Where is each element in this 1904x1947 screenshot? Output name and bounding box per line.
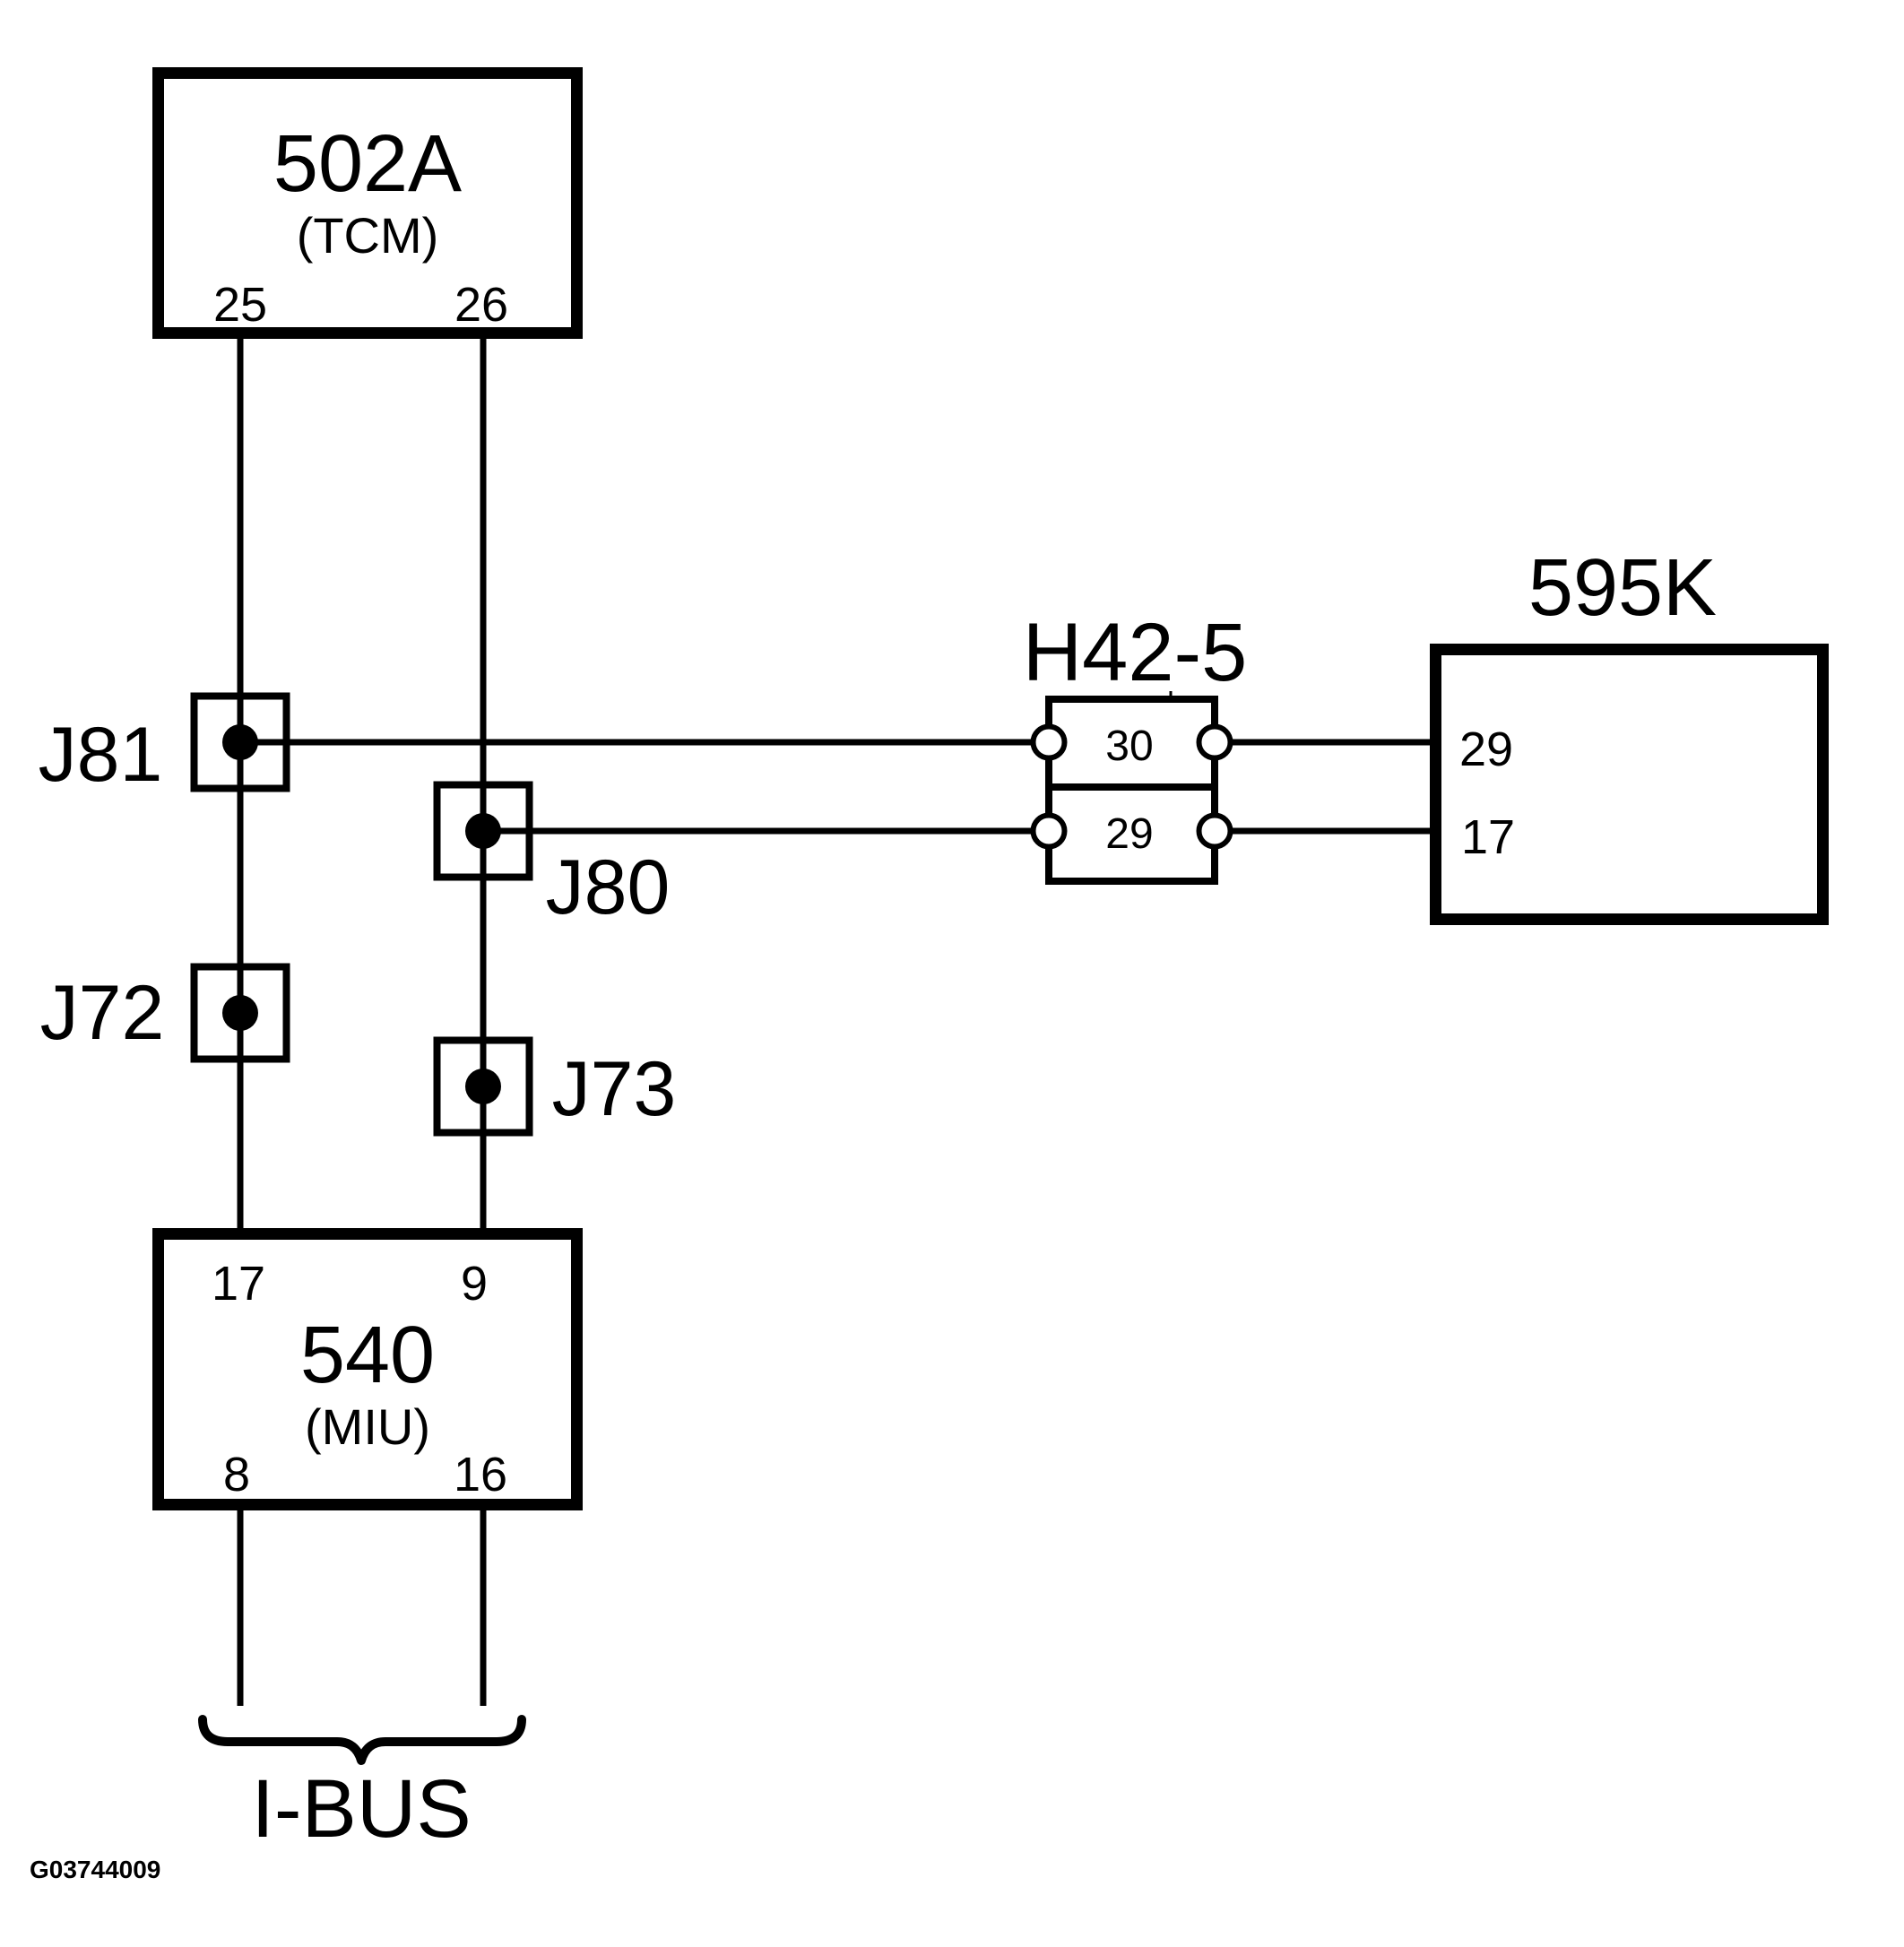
junction-box-j80 (433, 781, 533, 881)
tcm-box-subtitle: (TCM) (296, 207, 439, 264)
h42-terminal-right-top (1196, 723, 1233, 761)
miu-pin-17-label: 17 (211, 1257, 266, 1311)
h42-terminal-right-bottom (1196, 812, 1233, 850)
junction-box-j72 (190, 963, 290, 1063)
miu-pin-16-label: 16 (453, 1448, 508, 1501)
h42-terminal-left-top (1030, 723, 1068, 761)
h42-cell-29-label: 29 (1105, 810, 1154, 858)
h42-connector-title: H42-5 (1022, 607, 1248, 698)
tcm-pin-25-label: 25 (212, 278, 268, 332)
tcm-502a-box (152, 67, 583, 339)
splice-dot-j72 (222, 995, 258, 1031)
junction-j81-label: J81 (38, 712, 163, 798)
figure-code: G03744009 (30, 1856, 161, 1883)
miu-box-subtitle: (MIU) (305, 1398, 430, 1455)
junction-box-j73 (433, 1036, 533, 1137)
h42-terminal-left-bottom (1030, 812, 1068, 850)
junction-box-j81 (190, 692, 290, 792)
splice-dot-j81 (222, 724, 258, 760)
module-595k-box (1430, 644, 1829, 925)
miu-box-title: 540 (299, 1311, 436, 1400)
miu-pin-9-label: 9 (460, 1257, 489, 1311)
tcm-box-title: 502A (273, 119, 463, 209)
ibus-label: I-BUS (251, 1763, 472, 1855)
module-595k-pin-17-label: 17 (1460, 810, 1516, 864)
miu-pin-8-label: 8 (222, 1448, 251, 1501)
junction-j80-label: J80 (545, 844, 671, 930)
h42-cell-30-label: 30 (1105, 723, 1154, 770)
junction-j73-label: J73 (551, 1046, 677, 1132)
junction-j72-label: J72 (39, 970, 165, 1056)
ibus-brace (198, 1715, 526, 1765)
splice-dot-j73 (465, 1069, 501, 1104)
tcm-pin-26-label: 26 (454, 278, 509, 332)
module-595k-title: 595K (1528, 543, 1718, 633)
splice-dot-j80 (465, 813, 501, 849)
miu-540-box (152, 1228, 583, 1510)
module-595k-pin-29-label: 29 (1458, 723, 1514, 776)
